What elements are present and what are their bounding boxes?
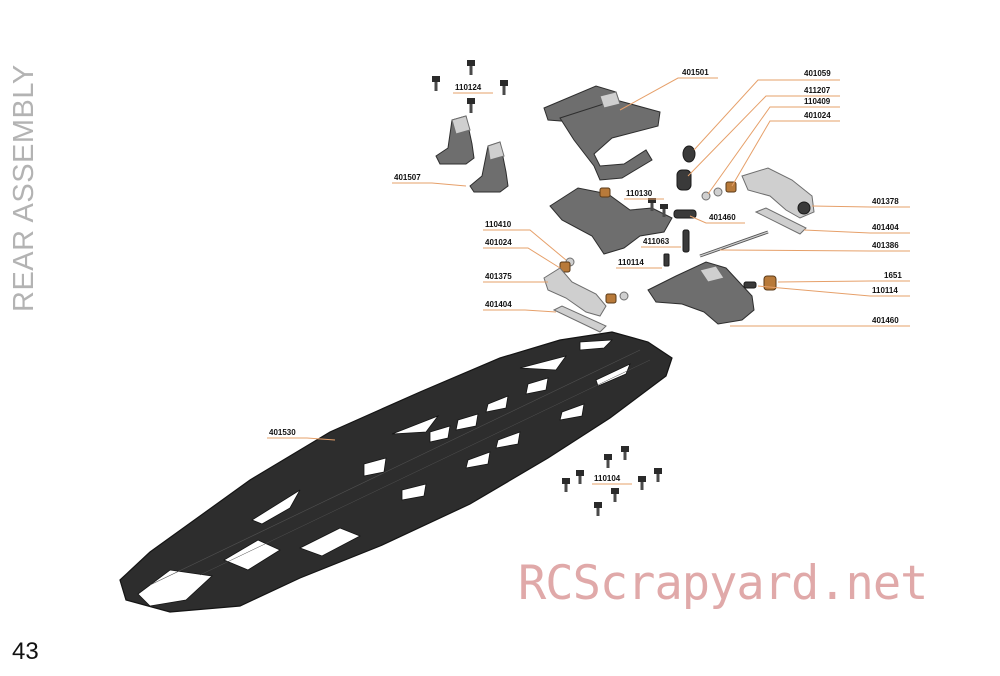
- rear-arm-lower: [647, 261, 777, 325]
- rear-arm-upper: [549, 187, 697, 255]
- label-401375: 401375: [483, 272, 548, 283]
- label-text: 110114: [618, 258, 644, 267]
- label-text: 401460: [709, 213, 736, 222]
- label-text: 401507: [394, 173, 421, 182]
- label-1651: 1651: [777, 271, 910, 283]
- label-401501: 401501: [619, 68, 718, 111]
- label-text: 401501: [682, 68, 709, 77]
- label-text: 110104: [594, 474, 621, 483]
- label-text: 401404: [872, 223, 899, 232]
- label-110104: 110104: [592, 474, 632, 485]
- label-110114b: 110114: [757, 285, 910, 297]
- label-text: 401530: [269, 428, 296, 437]
- bulkheads-401507: [435, 115, 509, 193]
- label-text: 411063: [643, 237, 670, 246]
- screws-110104: [562, 446, 662, 516]
- label-text: 401375: [485, 272, 512, 281]
- screws-110124: [432, 60, 508, 113]
- label-text: 110409: [804, 97, 831, 106]
- chassis-plate: [119, 331, 673, 613]
- label-401024b: 401024: [483, 238, 561, 269]
- label-401530: 401530: [267, 428, 336, 441]
- label-401024a: 401024: [731, 111, 840, 187]
- label-401378: 401378: [811, 197, 910, 208]
- label-110114a: 110114: [616, 258, 662, 269]
- rear-brace-401501: [543, 85, 661, 181]
- label-401460a: 401460: [689, 213, 745, 224]
- label-text: 401378: [872, 197, 899, 206]
- label-text: 401059: [804, 69, 831, 78]
- hub-carrier-401378: [741, 167, 815, 219]
- center-pins: [663, 229, 690, 267]
- watermark: RCScrapyard.net: [518, 556, 928, 611]
- plate-401404a: [754, 207, 807, 235]
- label-401507: 401507: [392, 173, 467, 187]
- label-text: 401460: [872, 316, 899, 325]
- label-110130: 110130: [624, 189, 664, 200]
- label-401059: 401059: [693, 69, 840, 151]
- label-110124: 110124: [453, 83, 493, 94]
- label-text: 1651: [884, 271, 902, 280]
- label-401460b: 401460: [730, 316, 910, 327]
- label-411063: 411063: [641, 237, 681, 248]
- label-text: 110130: [626, 189, 653, 198]
- pin-401386: [699, 230, 769, 258]
- label-text: 401024: [804, 111, 831, 120]
- label-401404a: 401404: [803, 223, 910, 234]
- label-text: 110124: [455, 83, 482, 92]
- label-401404b: 401404: [483, 300, 557, 313]
- label-text: 401024: [485, 238, 512, 247]
- label-text: 401404: [485, 300, 512, 309]
- hub-carrier-401375: [543, 257, 629, 333]
- label-text: 110114: [872, 286, 898, 295]
- label-text: 411207: [804, 86, 831, 95]
- label-text: 110410: [485, 220, 512, 229]
- label-411207: 411207: [687, 86, 840, 177]
- small-parts-top: [676, 145, 737, 201]
- label-110410: 110410: [483, 220, 567, 261]
- page-number: 43: [12, 638, 39, 665]
- label-110409: 110409: [707, 97, 840, 195]
- label-401386: 401386: [719, 241, 910, 252]
- label-text: 401386: [872, 241, 899, 250]
